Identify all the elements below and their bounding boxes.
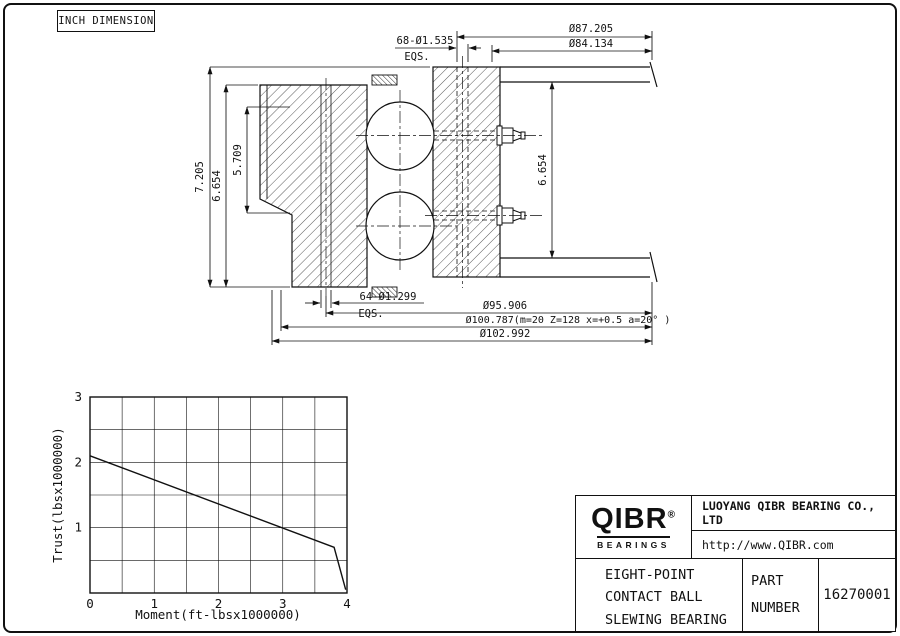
dim-inner-od: Ø84.134 [569,38,613,50]
inner-ring-bolt-hole-lines [456,67,469,277]
outer-ring-gear-section [259,84,368,288]
dim-inner-ring-height: 6.654 [537,154,549,186]
registered-trademark-icon: ® [667,508,676,520]
seal-top [371,74,398,86]
dim-gear-pitch-diameter: Ø100.787(m=20 Z=128 x=+0.5 a=20° ) [466,314,671,326]
dim-inner-bolt-holes: 68-Ø1.535 [397,35,454,47]
load-capacity-chart: 0 1 2 3 4 1 2 3 Moment(ft-lbsx1000000) Trust(l… [50,389,351,622]
seal-bottom [371,286,398,298]
bottom-mounting-plate [500,251,658,283]
dim-flange-od: Ø87.205 [569,23,613,35]
product-name-line: CONTACT BALL [605,589,703,606]
chart-x-axis-label: Moment(ft-lbsx1000000) [135,607,301,622]
part-label-line: PART [751,573,784,590]
chart-y-tick-labels: 1 2 3 [74,389,82,535]
x-tick-label: 3 [279,596,287,611]
company-website: http://www.QIBR.com [702,537,834,552]
outer-ring-bolt-hole-lines [320,85,332,287]
centerlines [325,56,545,296]
extension-lines-left [210,66,430,288]
capacity-curve [89,455,347,590]
grease-passage-top [434,130,497,141]
extension-lines-top [456,31,653,62]
inner-ring-section [432,66,501,278]
product-name-line: SLEWING BEARING [605,611,727,628]
chart-x-tick-labels: 0 1 2 3 4 [86,596,351,611]
logo-text: QIBR [591,502,668,535]
dim-outer-ring-height: 6.654 [211,170,223,202]
product-name: EIGHT-POINT CONTACT BALL SLEWING BEARING [576,559,743,631]
dim-outer-bolt-holes: 64-Ø1.299 [360,291,417,303]
x-tick-label: 0 [86,596,94,611]
logo-subtext: BEARINGS [597,535,670,550]
chart-plot-border [89,396,348,594]
part-label-line: NUMBER [751,600,800,617]
extension-lines-bottom [271,282,653,345]
dim-outer-bolt-holes-eqs: EQS. [358,308,383,320]
inch-dimension-label: INCH DIMENSION [57,10,155,32]
x-tick-label: 4 [343,596,351,611]
dim-bolt-circle-diameter: Ø95.906 [483,300,527,312]
product-name-line: EIGHT-POINT [605,567,695,584]
company-name: LUOYANG QIBR BEARING CO., LTD [692,496,895,531]
title-block: QIBR® BEARINGS LUOYANG QIBR BEARING CO.,… [575,495,896,632]
y-tick-label: 3 [74,389,82,404]
bearing-section-drawing: Ø87.205 Ø84.134 68-Ø1.535 EQS. 7.205 6.6… [194,23,671,345]
dim-inner-bolt-holes-eqs: EQS. [404,51,429,63]
top-mounting-plate [500,61,658,88]
sheet-border [3,3,897,633]
part-number-value: 16270001 [823,587,891,604]
y-tick-label: 1 [74,520,82,535]
y-tick-label: 2 [74,454,82,469]
part-number-label: PART NUMBER [743,559,819,631]
x-tick-label: 2 [215,596,223,611]
dim-race-height: 5.709 [232,144,244,176]
chart-gridlines [89,396,348,594]
grease-passage-bottom [434,210,497,221]
company-logo: QIBR® BEARINGS [576,496,692,559]
dim-gear-od: Ø102.992 [480,328,531,340]
chart-y-axis-label: Trust(lbsx1000000) [50,427,65,562]
x-tick-label: 1 [150,596,158,611]
dim-total-height: 7.205 [194,161,206,193]
